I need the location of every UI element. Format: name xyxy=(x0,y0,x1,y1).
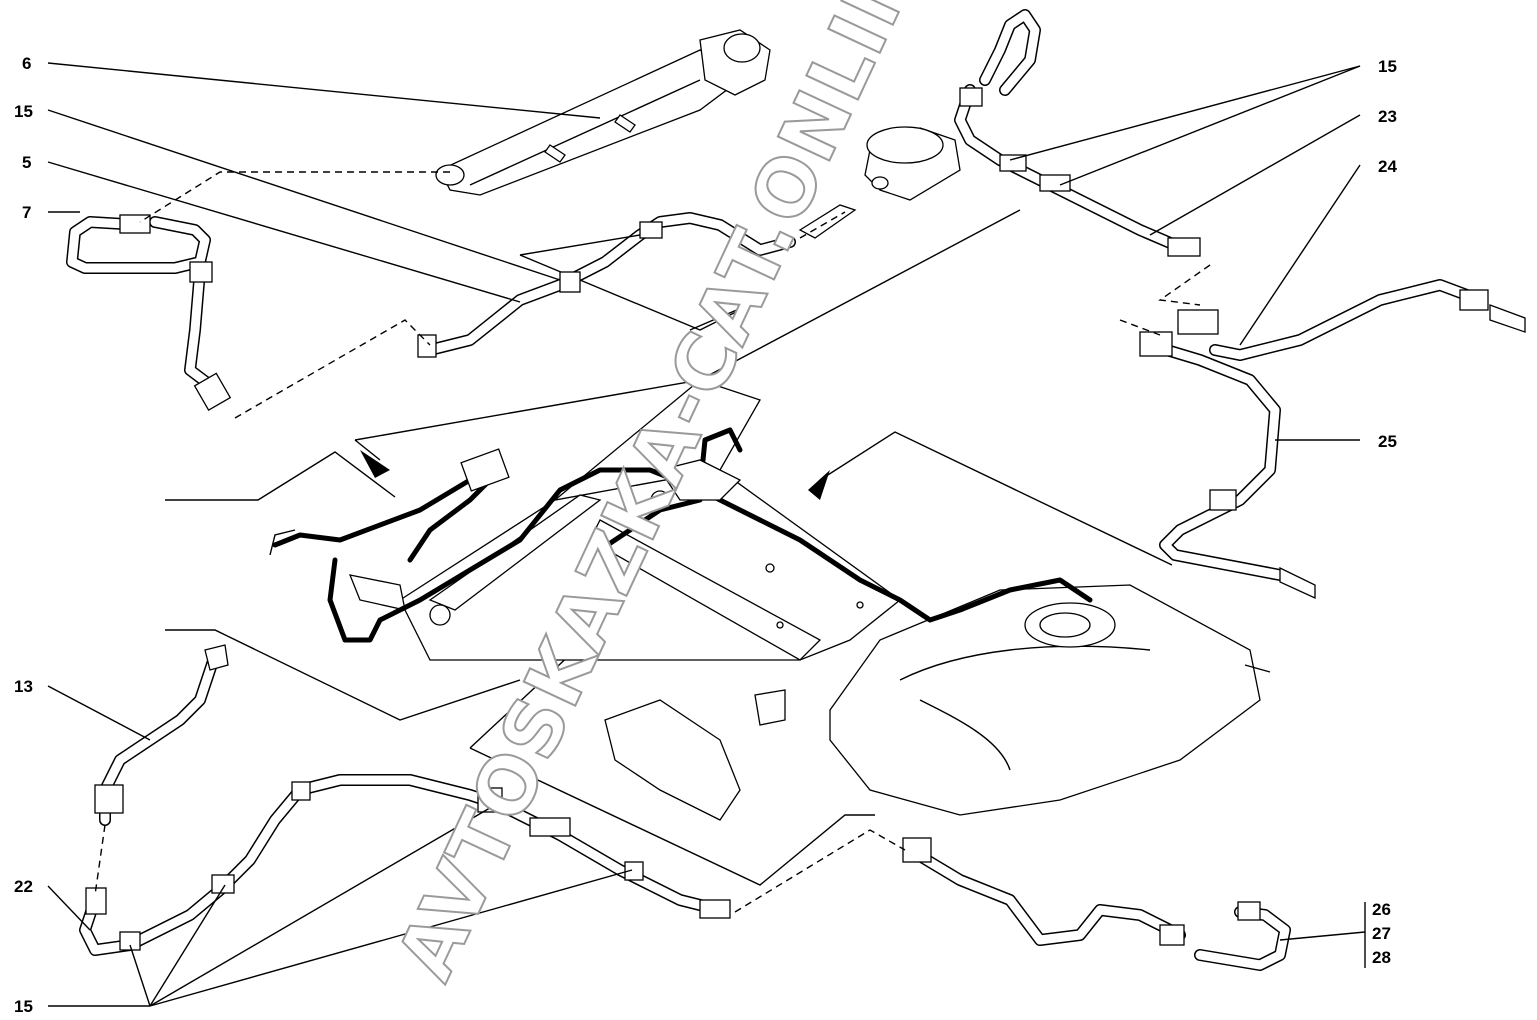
callout-25: 25 xyxy=(1378,432,1397,451)
callout-26: 26 xyxy=(1372,900,1391,919)
callout-24: 24 xyxy=(1378,157,1397,176)
callout-6: 6 xyxy=(22,54,31,73)
tube-26-28 xyxy=(902,837,1291,971)
callout-27: 27 xyxy=(1372,924,1391,943)
fuel-rail xyxy=(435,29,771,196)
callout-23: 23 xyxy=(1378,107,1397,126)
assembled-fuel-lines xyxy=(269,427,1093,643)
callout-7: 7 xyxy=(22,203,31,222)
fuel-tank xyxy=(829,584,1271,816)
callout-22: 22 xyxy=(14,877,33,896)
tube-7 xyxy=(66,214,232,412)
callout-15-top-left: 15 xyxy=(14,102,33,121)
tube-23 xyxy=(954,9,1201,257)
tube-24 xyxy=(1177,279,1526,361)
floor-pan-assembly xyxy=(348,379,902,821)
callout-15-top-right: 15 xyxy=(1378,57,1397,76)
dashed-assembly-lines xyxy=(94,171,1211,913)
tube-13 xyxy=(94,644,229,826)
callout-15-bottom-left: 15 xyxy=(14,997,33,1016)
callout-labels: 6 15 5 7 13 22 15 15 23 24 25 26 27 28 xyxy=(14,54,1397,1016)
tube-25 xyxy=(1139,331,1316,600)
callout-13: 13 xyxy=(14,677,33,696)
leader-lines xyxy=(47,62,1366,1007)
callout-28: 28 xyxy=(1372,948,1391,967)
tube-22 xyxy=(79,774,731,956)
callout-5: 5 xyxy=(22,153,31,172)
fuel-filter xyxy=(864,126,961,201)
